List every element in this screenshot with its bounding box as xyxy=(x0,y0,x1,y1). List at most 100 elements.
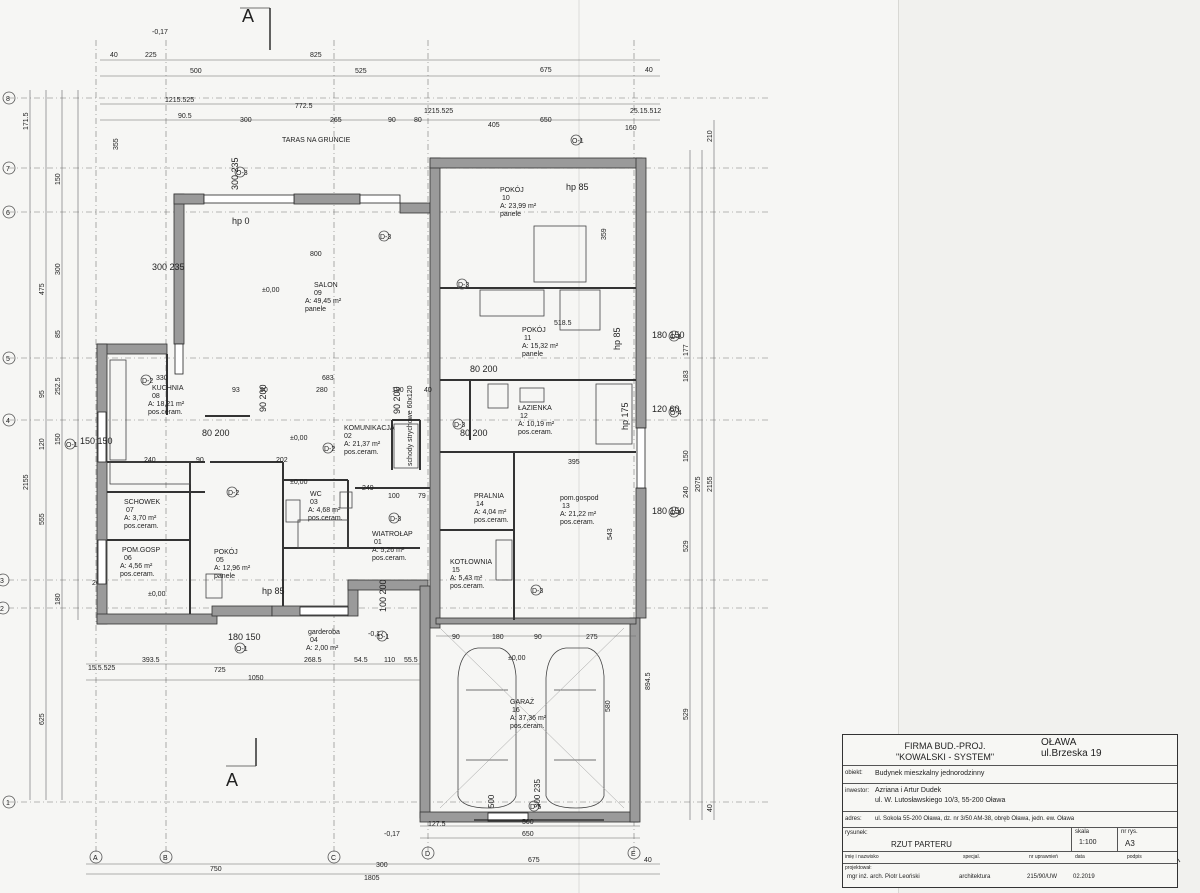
dim-int-395: 395 xyxy=(568,459,580,466)
room-kotlownia-num: 15 xyxy=(452,567,460,574)
dim-top4-c: 265 xyxy=(330,117,342,124)
room-pom-gospod: pom.gospod 13 A: 21,22 m² pos.ceram. xyxy=(560,495,599,526)
room-lazienka-num: 12 xyxy=(520,413,528,420)
opening-size-80-200-b: 80 200 xyxy=(470,364,498,374)
dim-top4-g: 650 xyxy=(540,117,552,124)
row-inwestor: inwestor: Azriana i Artur Dudek ul. W. L… xyxy=(843,783,1177,810)
axis-row-8: 8 xyxy=(6,96,10,103)
dim-right-b: 359 xyxy=(601,228,608,240)
room-wc-name: WC xyxy=(310,491,322,498)
dim-top4-b: 300 xyxy=(240,117,252,124)
level-wc: ±0,00 xyxy=(290,479,308,486)
room-garderoba-num: 04 xyxy=(310,637,318,644)
room-komunikacja-name: KOMUNIKACJA xyxy=(344,425,395,432)
dim-garage-f: 90 xyxy=(534,634,542,641)
room-wc-finish: pos.ceram. xyxy=(308,515,343,522)
axis-row-5: 5 xyxy=(6,356,10,363)
opening-o1-tag-c: O-1 xyxy=(670,510,682,517)
room-komunikacja-finish: pos.ceram. xyxy=(344,449,379,456)
axis-row-1: 1 xyxy=(6,800,10,807)
skala-label: skala xyxy=(1075,829,1090,835)
level-komunikacja: ±0,00 xyxy=(290,435,308,442)
room-pokoj10-num: 10 xyxy=(502,195,510,202)
opening-hp175: hp 175 xyxy=(620,402,630,430)
room-pralnia-area: A: 4,04 m² xyxy=(474,509,507,516)
dim-int-93: 93 xyxy=(232,387,240,394)
firm-name: FIRMA BUD.-PROJ. "KOWALSKI - SYSTEM" xyxy=(885,741,1005,763)
room-komunikacja-num: 02 xyxy=(344,433,352,440)
dim-left-b: 355 xyxy=(113,138,120,150)
opening-size-80-200-c: 80 200 xyxy=(460,428,488,438)
opening-o4-tag: O-4 xyxy=(670,410,682,417)
opening-size-120-60: 120 60 xyxy=(652,404,680,414)
dim-bottom2: 1050 xyxy=(248,675,264,682)
room-pralnia-num: 14 xyxy=(476,501,484,508)
room-salon-area: A: 49,45 m² xyxy=(305,298,342,305)
row-projektowal: projektował: mgr inż. arch. Piotr Leońsk… xyxy=(843,863,1177,886)
room-wc-area: A: 4,68 m² xyxy=(308,507,341,514)
opening-d3-tag-e: D-3 xyxy=(390,516,401,523)
opening-o1-tag-a: O-1 xyxy=(572,138,584,145)
room-garderoba-area: A: 2,00 m² xyxy=(306,645,339,652)
dim-left-o: 625 xyxy=(39,713,46,725)
axis-col-e: E xyxy=(631,851,636,858)
dim-left-d: 475 xyxy=(39,283,46,295)
dim-int-683: 683 xyxy=(322,375,334,382)
room-kuchnia-area: A: 18,21 m² xyxy=(148,401,185,408)
level-garage-entry: -0,17 xyxy=(384,831,400,838)
room-taras: TARAS NA GRUNCIE xyxy=(282,137,351,144)
axis-row-7: 7 xyxy=(6,166,10,173)
dim-right-d: 183 xyxy=(683,370,690,382)
inwestor-line-1: Azriana i Artur Dudek xyxy=(875,787,942,794)
level-markers: ±0,00 ±0,00 ±0,00 ±0,00 ±0,00 -0,17 -0,1… xyxy=(148,29,526,838)
room-schowek-num: 07 xyxy=(126,507,134,514)
dim-left-j: 120 xyxy=(39,438,46,450)
section-line-top xyxy=(226,7,271,767)
axis-row-6: 6 xyxy=(6,210,10,217)
opening-d3-tag-c: D-3 xyxy=(454,422,465,429)
room-garaz: GARAŻ 16 A: 37,36 m² pos.ceram. xyxy=(510,697,547,730)
nr-rys-label: nr rys. xyxy=(1121,829,1138,835)
stairs-label: schody strychowe 60x120 xyxy=(407,385,414,466)
dim-left-h: 252.5 xyxy=(55,377,62,395)
adres-label: adres: xyxy=(845,816,862,822)
room-wiatrolap-name: WIATROŁAP xyxy=(372,531,413,538)
dimension-lines-left: 171.5 355 150 475 300 85 95 252.5 150 12… xyxy=(23,90,120,800)
opening-d1-tag: D-1 xyxy=(378,634,389,641)
opening-size-100-200: 100 200 xyxy=(378,579,388,612)
room-lazienka-finish: pos.ceram. xyxy=(518,429,553,436)
room-pokoj05-num: 05 xyxy=(216,557,224,564)
firm-line-2: "KOWALSKI - SYSTEM" xyxy=(895,752,995,762)
dim-int-249: 249 xyxy=(362,485,374,492)
room-salon-num: 09 xyxy=(314,290,322,297)
skala-value: 1:100 xyxy=(1079,839,1097,846)
room-pomgosp06-area: A: 4,56 m² xyxy=(120,563,153,570)
room-pokoj05-area: A: 12,96 m² xyxy=(214,565,251,572)
dim-bottom1-e: 54.5 xyxy=(354,657,368,664)
room-garderoba-name: garderoba xyxy=(308,629,340,636)
room-pokoj10-finish: panele xyxy=(500,211,521,218)
dimension-lines-top: 40 225 825 675 40 500 525 1215.525 772.5… xyxy=(100,52,661,132)
room-pomgospod-area: A: 21,22 m² xyxy=(560,511,597,518)
room-pokoj-11: POKÓJ 11 A: 15,32 m² panele xyxy=(522,325,559,358)
room-pralnia-finish: pos.ceram. xyxy=(474,517,509,524)
room-lazienka: ŁAZIENKA 12 A: 10,19 m² pos.ceram. xyxy=(518,405,555,436)
opening-hp85-b: hp 85 xyxy=(262,586,285,596)
room-kotlownia-area: A: 5,43 m² xyxy=(450,575,483,582)
interior-walls xyxy=(107,287,636,620)
room-garaz-num: 16 xyxy=(512,707,520,714)
dim-garage-d: 90 xyxy=(452,634,460,641)
obiekt-value: Budynek mieszkalny jednorodzinny xyxy=(875,770,985,777)
room-salon-name: SALON xyxy=(314,282,338,289)
dim-left-k: 2155 xyxy=(23,474,30,490)
dim-int-100: 100 xyxy=(388,493,400,500)
opening-hp0: hp 0 xyxy=(232,216,250,226)
opening-hp85-c: hp 85 xyxy=(612,327,622,350)
data-value: 02.2019 xyxy=(1073,874,1095,880)
dim-int-800: 800 xyxy=(310,251,322,258)
opening-d5-tag: D-5 xyxy=(530,804,541,811)
dim-right-m: 580 xyxy=(605,700,612,712)
opening-size-90-200: 90 200 xyxy=(258,384,268,412)
axis-bubbles: 8 7 6 5 4 3 2 1 A B C D E xyxy=(0,91,641,864)
